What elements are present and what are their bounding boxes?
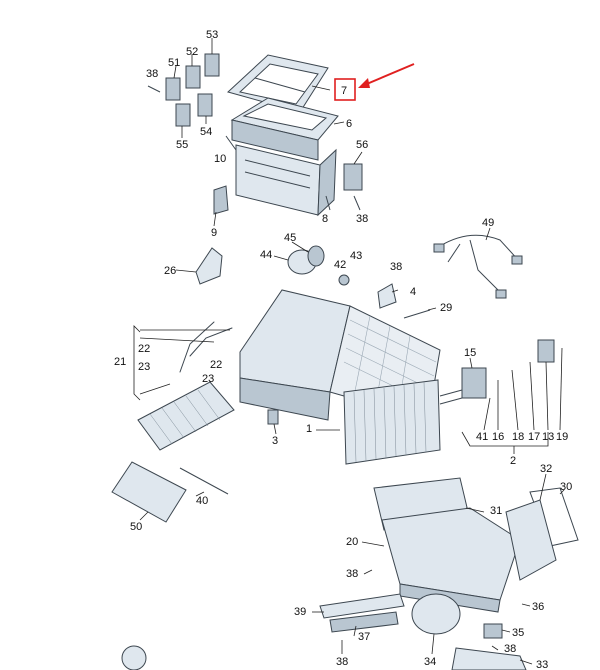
label-18: 18	[512, 431, 524, 443]
part-actuator-51	[165, 77, 181, 101]
label-34: 34	[424, 656, 436, 668]
label-35: 35	[512, 627, 524, 639]
label-29: 29	[440, 302, 452, 314]
part-upper-housing-6	[230, 97, 339, 161]
red-arrow	[361, 63, 415, 87]
label-43: 43	[350, 250, 362, 262]
label-38: 38	[356, 213, 368, 225]
label-16: 16	[492, 431, 504, 443]
part-strip-39	[319, 593, 405, 619]
part-duct-33	[451, 647, 527, 670]
label-38: 38	[390, 261, 402, 273]
part-ring-45	[307, 245, 325, 267]
label-39: 39	[294, 606, 306, 618]
part-screw-10	[225, 135, 237, 151]
label-30: 30	[560, 481, 572, 493]
label-38: 38	[504, 643, 516, 655]
part-expansion-valve-15	[461, 367, 487, 399]
part-bracket-4	[377, 283, 397, 309]
label-44: 44	[260, 249, 272, 261]
label-7: 7	[341, 85, 347, 97]
label-51: 51	[168, 57, 180, 69]
label-53: 53	[206, 29, 218, 41]
label-21: 21	[114, 356, 126, 368]
label-32: 32	[540, 463, 552, 475]
label-9: 9	[211, 227, 217, 239]
part-fan-34	[411, 593, 461, 635]
label-50: 50	[130, 521, 142, 533]
label-17: 17	[528, 431, 540, 443]
part-screw-8	[325, 195, 331, 211]
part-evaporator-2	[343, 379, 441, 465]
label-37: 37	[358, 631, 370, 643]
label-23: 23	[202, 373, 214, 385]
label-15: 15	[464, 347, 476, 359]
label-19: 19	[556, 431, 568, 443]
label-23: 23	[138, 361, 150, 373]
part-actuator-56	[343, 163, 363, 191]
label-33: 33	[536, 659, 548, 670]
label-38: 38	[146, 68, 158, 80]
label-2: 2	[510, 455, 516, 467]
part-clip-42	[338, 274, 350, 286]
label-4: 4	[410, 286, 416, 298]
label-26: 26	[164, 265, 176, 277]
part-rod-40	[179, 467, 229, 495]
label-40: 40	[196, 495, 208, 507]
part-screw-38a	[147, 85, 161, 93]
label-8: 8	[322, 213, 328, 225]
part-bolt-29	[403, 309, 431, 319]
label-38: 38	[336, 656, 348, 668]
part-duct-32	[505, 499, 557, 581]
label-6: 6	[346, 118, 352, 130]
label-49: 49	[482, 217, 494, 229]
part-cover-26	[195, 247, 223, 285]
label-56: 56	[356, 139, 368, 151]
part-resistor-35	[483, 623, 503, 639]
highlight-box	[334, 78, 356, 101]
label-38: 38	[346, 568, 358, 580]
label-41: 41	[476, 431, 488, 443]
label-10: 10	[214, 153, 226, 165]
part-bracket-9	[213, 185, 229, 215]
label-36: 36	[532, 601, 544, 613]
label-42: 42	[334, 259, 346, 271]
part-pipes-21	[179, 321, 233, 373]
label-22: 22	[210, 359, 222, 371]
part-harness-49	[439, 234, 521, 293]
part-blower-housing-20	[381, 507, 521, 613]
label-31: 31	[490, 505, 502, 517]
label-52: 52	[186, 46, 198, 58]
part-strip-37	[329, 611, 399, 633]
label-45: 45	[284, 232, 296, 244]
part-sensor-3	[267, 409, 279, 425]
part-actuator-52	[185, 65, 201, 89]
part-block-17	[537, 339, 555, 363]
part-actuator-55	[175, 103, 191, 127]
part-screw-38b	[353, 195, 361, 211]
label-1: 1	[306, 423, 312, 435]
label-54: 54	[200, 126, 212, 138]
red-arrow-head	[358, 78, 370, 88]
label-55: 55	[176, 139, 188, 151]
part-actuator-53	[204, 53, 220, 77]
part-actuator-54	[197, 93, 213, 117]
leader-lines	[133, 38, 565, 665]
part-bottle	[121, 645, 147, 670]
label-3: 3	[272, 435, 278, 447]
part-upper-case	[235, 144, 337, 217]
label-22: 22	[138, 343, 150, 355]
part-element-50	[111, 461, 187, 523]
label-20: 20	[346, 536, 358, 548]
label-13: 13	[542, 431, 554, 443]
part-heater-core	[137, 381, 235, 451]
